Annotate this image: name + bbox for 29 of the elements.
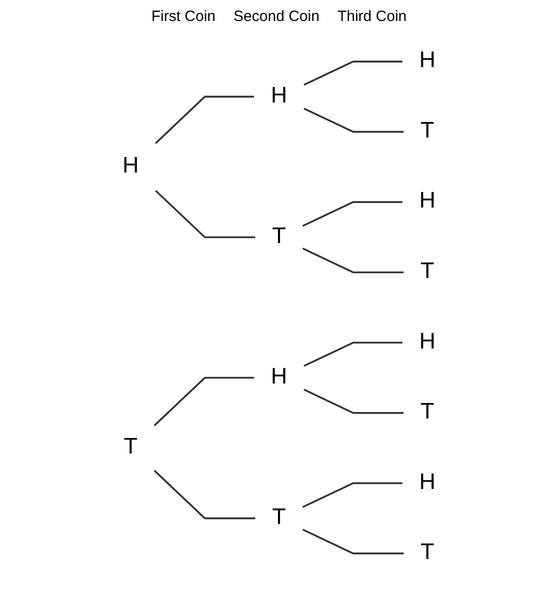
connector	[154, 470, 256, 520]
node-text: H	[122, 154, 139, 178]
column-heading: First Coin	[151, 8, 216, 25]
node-text: T	[272, 224, 286, 248]
node-text: H	[419, 330, 436, 354]
connector	[155, 190, 256, 238]
node-text: H	[419, 48, 436, 73]
connector	[304, 108, 404, 133]
node-text: T	[420, 119, 434, 144]
connector	[155, 96, 254, 144]
connector	[304, 60, 402, 86]
connector	[302, 482, 402, 508]
connector	[302, 201, 402, 227]
connector	[304, 342, 402, 367]
connector	[154, 376, 254, 426]
connector	[302, 248, 404, 274]
node-text: H	[270, 84, 288, 108]
column-heading: Second Coin	[234, 8, 320, 25]
node-text: T	[420, 540, 434, 565]
connector	[302, 528, 404, 554]
node-text: H	[270, 365, 288, 390]
column-heading: Third Coin	[337, 8, 407, 25]
node-text: T	[420, 400, 434, 424]
node-text: H	[419, 189, 436, 214]
connector	[304, 388, 404, 414]
node-text: T	[272, 506, 286, 530]
node-text: T	[420, 260, 434, 284]
node-text: H	[419, 470, 436, 494]
node-text: T	[124, 435, 138, 460]
